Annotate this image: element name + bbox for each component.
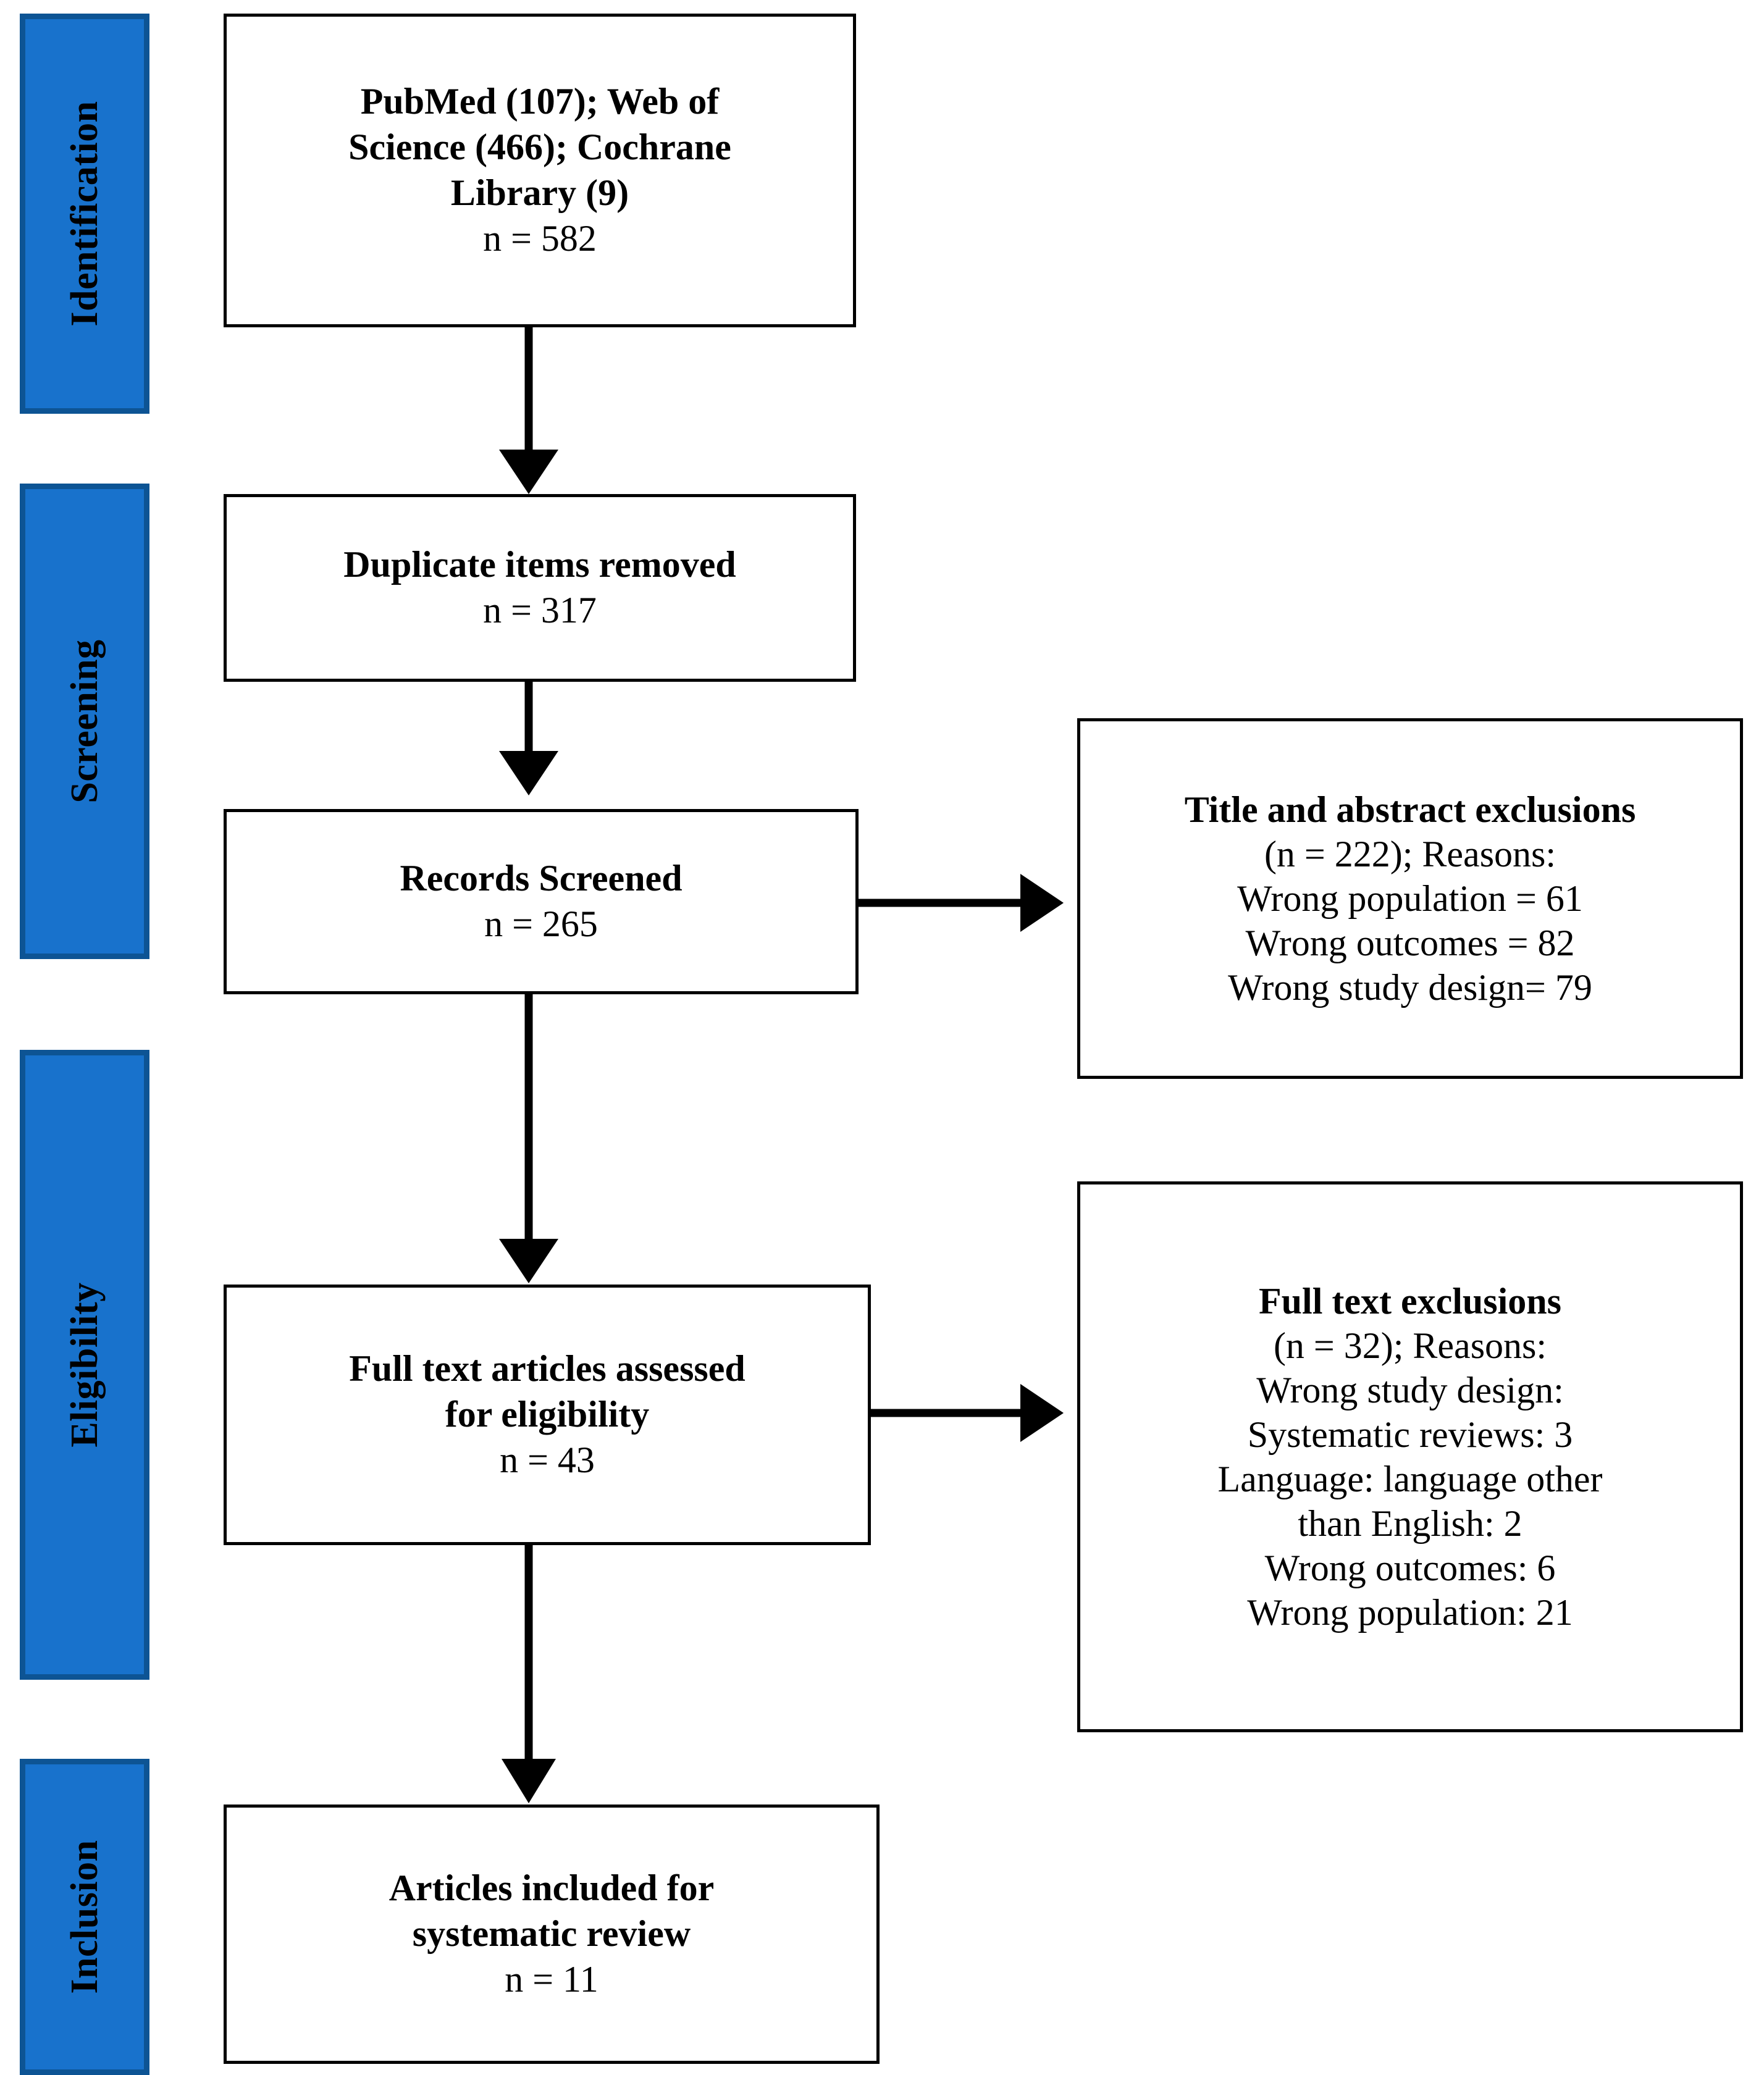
arrow-duplicates-to-screened bbox=[499, 682, 558, 795]
arrow-fulltext-assessed-to-included bbox=[502, 1545, 556, 1803]
stage-label-screening: Screening bbox=[64, 639, 106, 803]
box-full-text-exclusions-count: (n = 32); Reasons: bbox=[1273, 1325, 1547, 1366]
box-title-abstract-exclusions-count: (n = 222); Reasons: bbox=[1264, 834, 1556, 874]
box-sources-count: n = 582 bbox=[483, 217, 597, 259]
stage-label-identification: Identification bbox=[64, 101, 106, 327]
box-title-abstract-exclusions: Title and abstract exclusions (n = 222);… bbox=[1077, 718, 1743, 1079]
box-title-abstract-exclusions-title: Title and abstract exclusions bbox=[1184, 789, 1636, 830]
box-duplicates-title: Duplicate items removed bbox=[343, 544, 736, 585]
stage-bar-inclusion: Inclusion bbox=[20, 1759, 149, 2075]
box-sources: PubMed (107); Web of Science (466); Coch… bbox=[224, 14, 856, 327]
box-sources-line-2: Science (466); Cochrane bbox=[348, 127, 731, 168]
box-fulltext-assessed-count: n = 43 bbox=[500, 1439, 595, 1480]
box-title-abstract-exclusions-reason-1: Wrong population = 61 bbox=[1237, 878, 1583, 919]
stage-bar-eligibility: Eligibility bbox=[20, 1050, 149, 1680]
stage-label-eligibility: Eligibility bbox=[64, 1282, 106, 1448]
box-records-screened-count: n = 265 bbox=[484, 903, 598, 944]
box-full-text-exclusions-reason-4: than English: 2 bbox=[1298, 1503, 1522, 1544]
box-full-text-exclusions-reason-1: Wrong study design: bbox=[1256, 1370, 1564, 1411]
arrow-screened-to-fulltext-assessed bbox=[499, 994, 558, 1283]
box-duplicates-removed: Duplicate items removed n = 317 bbox=[224, 494, 856, 682]
box-articles-included-line-1: Articles included for bbox=[388, 1868, 715, 1909]
box-fulltext-assessed-line-2: for eligibility bbox=[445, 1394, 650, 1435]
box-articles-included: Articles included for systematic review … bbox=[224, 1805, 880, 2064]
box-full-text-exclusions: Full text exclusions (n = 32); Reasons: … bbox=[1077, 1181, 1743, 1732]
box-sources-line-1: PubMed (107); Web of bbox=[360, 81, 720, 122]
box-records-screened: Records Screened n = 265 bbox=[224, 809, 859, 994]
stage-label-inclusion: Inclusion bbox=[64, 1840, 106, 1994]
box-full-text-exclusions-reason-3: Language: language other bbox=[1217, 1459, 1603, 1499]
box-articles-included-line-2: systematic review bbox=[412, 1913, 691, 1955]
box-full-text-exclusions-reason-6: Wrong population: 21 bbox=[1247, 1592, 1573, 1633]
box-title-abstract-exclusions-reason-3: Wrong study design= 79 bbox=[1228, 967, 1592, 1008]
box-full-text-exclusions-reason-2: Systematic reviews: 3 bbox=[1247, 1414, 1573, 1455]
box-fulltext-assessed-line-1: Full text articles assessed bbox=[349, 1348, 746, 1390]
box-sources-line-3: Library (9) bbox=[450, 172, 629, 213]
stage-bar-screening: Screening bbox=[20, 484, 149, 959]
stage-bar-identification: Identification bbox=[20, 14, 149, 414]
box-records-screened-title: Records Screened bbox=[400, 858, 682, 899]
arrow-screened-to-title-abstract-exclusions bbox=[859, 874, 1064, 932]
box-fulltext-assessed: Full text articles assessed for eligibil… bbox=[224, 1285, 871, 1545]
box-full-text-exclusions-reason-5: Wrong outcomes: 6 bbox=[1264, 1548, 1556, 1588]
box-duplicates-count: n = 317 bbox=[483, 590, 597, 631]
box-full-text-exclusions-title: Full text exclusions bbox=[1259, 1281, 1561, 1322]
box-articles-included-count: n = 11 bbox=[505, 1958, 598, 2000]
box-title-abstract-exclusions-reason-2: Wrong outcomes = 82 bbox=[1245, 923, 1575, 963]
arrow-sources-to-duplicates bbox=[499, 327, 558, 494]
arrow-fulltext-assessed-to-full-text-exclusions bbox=[871, 1384, 1064, 1442]
